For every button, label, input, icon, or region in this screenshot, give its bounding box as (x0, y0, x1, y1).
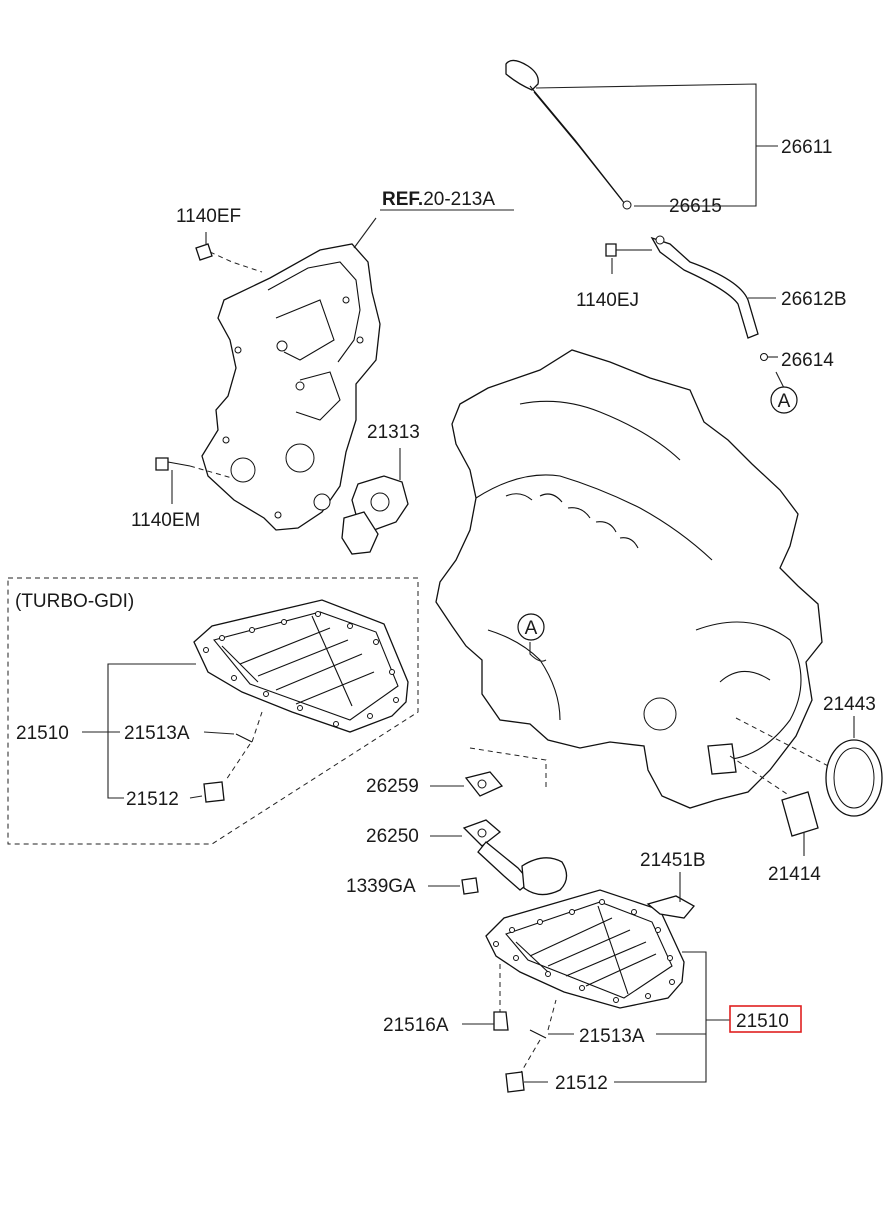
dipstick-assembly (505, 59, 768, 361)
ref-label-bold: REF. (382, 189, 423, 210)
label-1140EJ: 1140EJ (576, 290, 639, 311)
label-1140EM: 1140EM (131, 510, 200, 531)
label-1339GA: 1339GA (346, 876, 416, 897)
label-21443: 21443 (823, 694, 876, 715)
label-26259: 26259 (366, 776, 419, 797)
strainer-parts (461, 771, 568, 896)
highlight-box-21510 (729, 1005, 802, 1033)
label-21510[interactable]: 21510 (736, 1011, 789, 1032)
label-26612B: 26612B (781, 289, 847, 310)
label-21512-turbo: 21512 (126, 789, 179, 810)
marker-a-top-text: A (778, 391, 791, 412)
ref-label-rest: 20-213A (423, 189, 495, 210)
oil-pump (341, 475, 409, 555)
label-21313: 21313 (367, 422, 420, 443)
circle-marker-a-engine: A (517, 613, 545, 641)
engine-block (435, 349, 837, 809)
label-21513A-turbo: 21513A (124, 723, 190, 744)
oil-pan (485, 889, 696, 1093)
timing-cover (155, 243, 381, 531)
label-21512: 21512 (555, 1073, 608, 1094)
label-21510-turbo: 21510 (16, 723, 69, 744)
label-21451B: 21451B (640, 850, 706, 871)
label-26250: 26250 (366, 826, 419, 847)
label-26615: 26615 (669, 196, 722, 217)
ref-label: REF.20-213A (382, 189, 495, 210)
label-26614: 26614 (781, 350, 834, 371)
label-21414: 21414 (768, 864, 821, 885)
marker-a-engine-text: A (525, 618, 538, 639)
label-26611: 26611 (781, 137, 832, 158)
circle-marker-a-top: A (770, 386, 798, 414)
label-21513A: 21513A (579, 1026, 645, 1047)
sensor-plate (781, 791, 819, 837)
turbo-gdi-box (7, 577, 419, 845)
label-1140EF: 1140EF (176, 206, 241, 227)
crank-ring (825, 739, 883, 817)
turbo-gdi-label: (TURBO-GDI) (15, 591, 134, 612)
leader-lines (82, 83, 855, 1083)
label-21516A: 21516A (383, 1015, 449, 1036)
